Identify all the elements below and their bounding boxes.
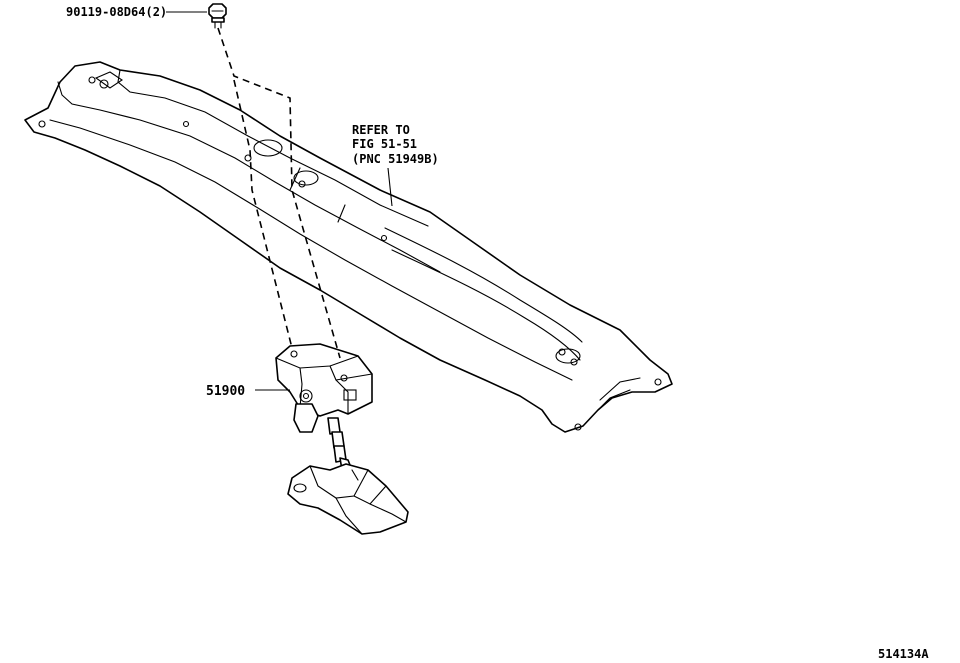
refer-label-line1: REFER TO <box>352 123 410 137</box>
crossmember-panel <box>24 61 673 433</box>
figure-id-label: 514134A <box>878 647 929 661</box>
installation-dashed-lines <box>217 27 341 359</box>
refer-leader-line <box>387 167 393 207</box>
spare-wheel-carrier-51900 <box>275 343 409 535</box>
refer-label-line3: (PNC 51949B) <box>352 152 439 166</box>
carrier-part-number-label: 51900 <box>206 384 245 399</box>
bolt-part-number-label: 90119-08D64(2) <box>66 5 167 19</box>
bolt-90119-icon <box>208 3 227 29</box>
refer-label-line2: FIG 51-51 <box>352 137 417 151</box>
